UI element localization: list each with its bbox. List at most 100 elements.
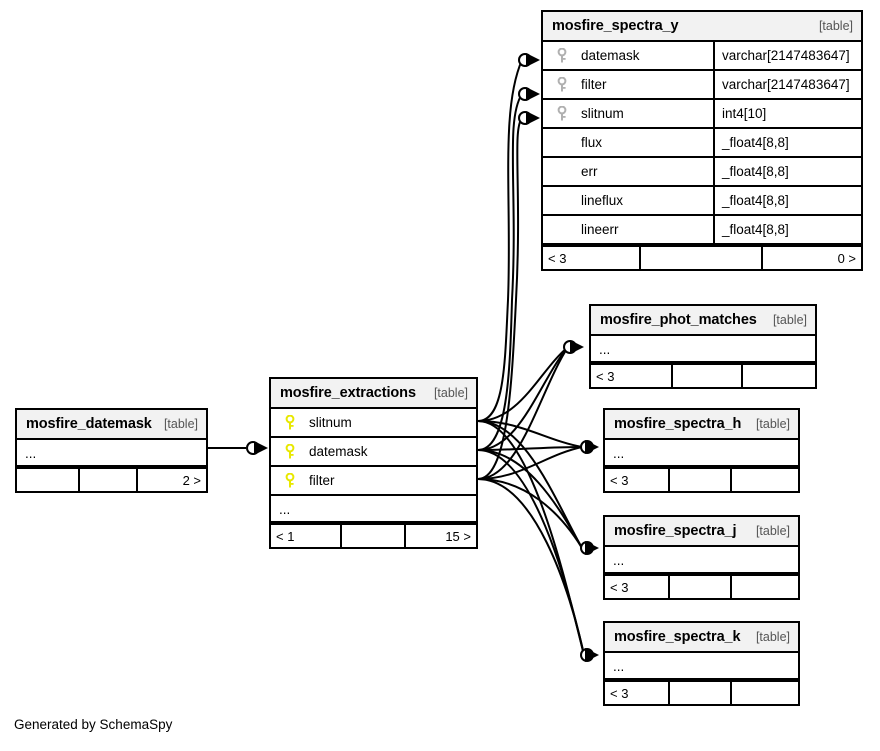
footer-parent-count: < 3 <box>610 472 629 488</box>
table-title: mosfire_spectra_h <box>614 416 742 432</box>
table-mosfire-spectra-h[interactable]: mosfire_spectra_h [table] ... < 3 <box>603 408 800 493</box>
footer-child-count <box>741 365 815 387</box>
footer-parent-count: < 3 <box>610 579 629 595</box>
table-header: mosfire_extractions [table] <box>271 379 476 409</box>
footer-middle <box>668 682 730 704</box>
footer-middle <box>668 469 730 491</box>
table-row[interactable]: datemask <box>271 438 476 467</box>
footer-child-count: 0 > <box>761 247 861 269</box>
table-footer: < 3 <box>605 574 798 598</box>
column-type: int4[10] <box>713 100 861 127</box>
table-row[interactable]: slitnum <box>271 409 476 438</box>
column-type: varchar[2147483647] <box>713 42 861 69</box>
footer-child-count <box>730 682 798 704</box>
column-name: datemask <box>309 444 368 459</box>
table-footer: < 3 <box>591 363 815 387</box>
column-type: _float4[8,8] <box>713 129 861 156</box>
table-title: mosfire_datemask <box>26 416 152 432</box>
table-header: mosfire_phot_matches [table] <box>591 306 815 336</box>
table-title: mosfire_spectra_y <box>552 18 679 34</box>
table-header: mosfire_spectra_y [table] <box>543 12 861 42</box>
table-kind-label: [table] <box>818 19 853 33</box>
table-title: mosfire_phot_matches <box>600 312 757 328</box>
foreign-key-icon <box>551 47 573 64</box>
table-kind-label: [table] <box>755 524 790 538</box>
table-row[interactable]: lineflux _float4[8,8] <box>543 187 861 216</box>
table-row[interactable]: filter varchar[2147483647] <box>543 71 861 100</box>
table-kind-label: [table] <box>163 417 198 431</box>
table-mosfire-spectra-j[interactable]: mosfire_spectra_j [table] ... < 3 <box>603 515 800 600</box>
column-name: filter <box>581 77 607 92</box>
footer-parent-count: < 1 <box>276 528 295 544</box>
table-mosfire-spectra-k[interactable]: mosfire_spectra_k [table] ... < 3 <box>603 621 800 706</box>
table-row[interactable]: err _float4[8,8] <box>543 158 861 187</box>
foreign-key-icon <box>551 76 573 93</box>
table-header: mosfire_spectra_h [table] <box>605 410 798 440</box>
table-more-columns-row: ... <box>17 440 206 467</box>
table-mosfire-phot-matches[interactable]: mosfire_phot_matches [table] ... < 3 <box>589 304 817 389</box>
ellipsis: ... <box>613 445 625 461</box>
footer-child-count: 2 > <box>136 469 206 491</box>
footer-middle <box>78 469 136 491</box>
column-type: _float4[8,8] <box>713 216 861 243</box>
table-mosfire-datemask[interactable]: mosfire_datemask [table] ... 2 > <box>15 408 208 493</box>
table-footer: < 3 0 > <box>543 245 861 269</box>
table-row[interactable]: flux _float4[8,8] <box>543 129 861 158</box>
table-kind-label: [table] <box>755 630 790 644</box>
footer-child-count <box>730 576 798 598</box>
table-more-columns-row: ... <box>271 496 476 523</box>
column-name: filter <box>309 473 335 488</box>
footer-parent-count <box>17 469 78 491</box>
table-mosfire-extractions[interactable]: mosfire_extractions [table] slitnum <box>269 377 478 549</box>
footer-child-count: 15 > <box>404 525 476 547</box>
ellipsis: ... <box>25 445 37 461</box>
table-mosfire-spectra-y[interactable]: mosfire_spectra_y [table] datemask varch… <box>541 10 863 271</box>
column-name: slitnum <box>309 415 352 430</box>
footer-child-count <box>730 469 798 491</box>
table-title: mosfire_spectra_k <box>614 629 741 645</box>
primary-key-icon <box>279 472 301 489</box>
footer-parent-count: < 3 <box>610 685 629 701</box>
ellipsis: ... <box>613 552 625 568</box>
ellipsis: ... <box>599 341 611 357</box>
table-row[interactable]: lineerr _float4[8,8] <box>543 216 861 245</box>
table-footer: 2 > <box>17 467 206 491</box>
table-row[interactable]: slitnum int4[10] <box>543 100 861 129</box>
foreign-key-icon <box>551 105 573 122</box>
column-type: _float4[8,8] <box>713 187 861 214</box>
table-header: mosfire_spectra_k [table] <box>605 623 798 653</box>
table-kind-label: [table] <box>772 313 807 327</box>
column-name: err <box>581 164 598 179</box>
table-more-columns-row: ... <box>605 547 798 574</box>
footer-middle <box>668 576 730 598</box>
footer-middle <box>340 525 404 547</box>
table-kind-label: [table] <box>433 386 468 400</box>
table-more-columns-row: ... <box>591 336 815 363</box>
table-kind-label: [table] <box>755 417 790 431</box>
table-more-columns-row: ... <box>605 440 798 467</box>
table-title: mosfire_extractions <box>280 385 416 401</box>
table-row[interactable]: datemask varchar[2147483647] <box>543 42 861 71</box>
table-more-columns-row: ... <box>605 653 798 680</box>
table-footer: < 3 <box>605 680 798 704</box>
table-header: mosfire_spectra_j [table] <box>605 517 798 547</box>
column-type: varchar[2147483647] <box>713 71 861 98</box>
table-title: mosfire_spectra_j <box>614 523 737 539</box>
primary-key-icon <box>279 414 301 431</box>
footer-middle <box>639 247 761 269</box>
ellipsis: ... <box>279 501 291 517</box>
primary-key-icon <box>279 443 301 460</box>
column-name: datemask <box>581 48 640 63</box>
ellipsis: ... <box>613 658 625 674</box>
column-type: _float4[8,8] <box>713 158 861 185</box>
footer-parent-count: < 3 <box>548 250 567 266</box>
column-name: flux <box>581 135 603 150</box>
table-header: mosfire_datemask [table] <box>17 410 206 440</box>
column-name: lineflux <box>581 193 624 208</box>
table-row[interactable]: filter <box>271 467 476 496</box>
generator-credit: Generated by SchemaSpy <box>14 717 173 732</box>
footer-middle <box>671 365 741 387</box>
table-footer: < 1 15 > <box>271 523 476 547</box>
table-footer: < 3 <box>605 467 798 491</box>
